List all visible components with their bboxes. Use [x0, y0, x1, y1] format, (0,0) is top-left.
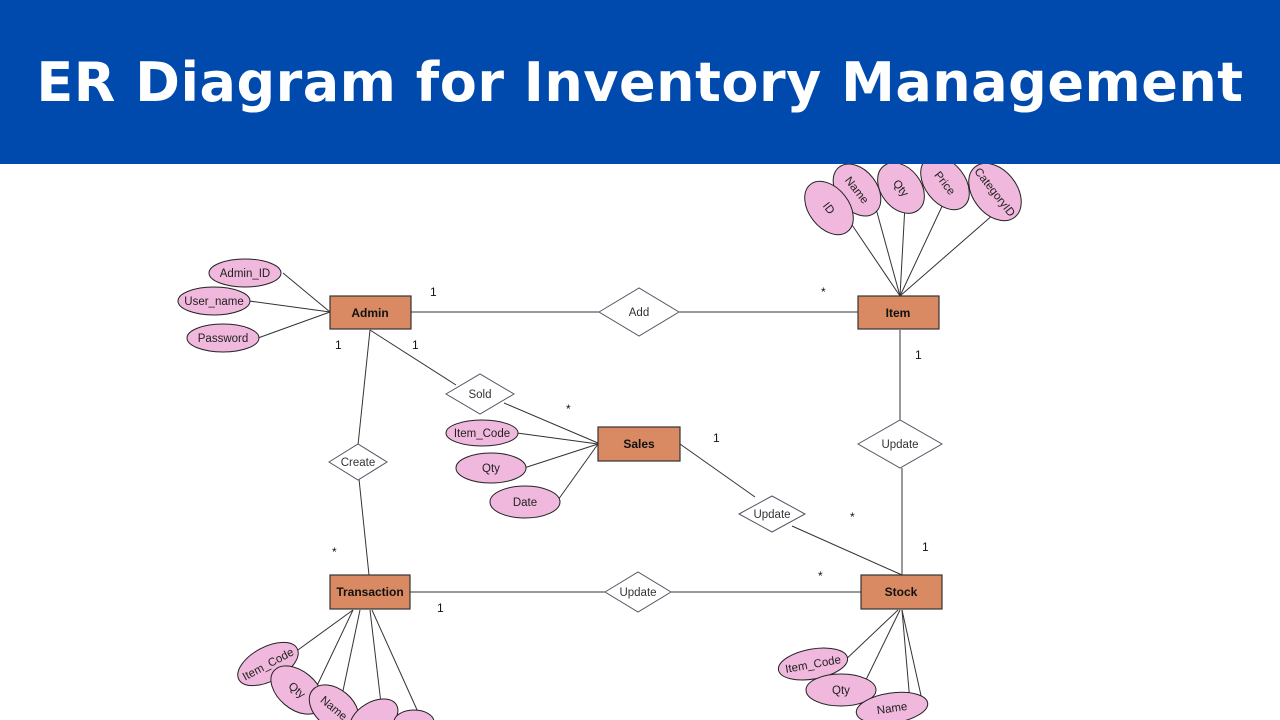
- attribute-stock-qty: [805, 673, 877, 707]
- relationship-update-sales-stock: [737, 495, 807, 533]
- line-update-stock-2: [791, 525, 903, 576]
- line-attr-stock-name: [901, 609, 911, 703]
- relationships: Add Sold Create Update Update Update: [328, 287, 944, 613]
- entity-sales-label: Sales: [623, 437, 655, 451]
- line-attr-admin-id: [282, 272, 331, 313]
- relationship-add-label: Add: [629, 307, 649, 319]
- line-attr-item-name: [874, 204, 901, 297]
- transaction-attributes: Item_Code Qty Name: [237, 641, 435, 720]
- attribute-sales-date-label: Date: [513, 497, 537, 509]
- line-attr-stock-qty: [861, 609, 901, 689]
- attribute-sales-date: [489, 485, 561, 519]
- cardinalities: 1 * 1 1 * 1 1 * 1 * 1 *: [332, 285, 929, 615]
- cardinality-item-add: *: [821, 285, 826, 299]
- relationship-update-sales-stock-label: Update: [753, 509, 790, 521]
- attribute-sales-qty: [455, 452, 527, 484]
- page-title: ER Diagram for Inventory Management: [36, 50, 1244, 114]
- relationship-create-label: Create: [341, 457, 376, 469]
- entity-transaction-label: Transaction: [336, 585, 403, 599]
- line-sales-update: [679, 443, 756, 498]
- cardinality-stock-update-sales: *: [850, 510, 855, 524]
- connectors: [248, 199, 1011, 713]
- attribute-tr-4: [349, 698, 399, 720]
- entity-item-label: Item: [886, 306, 911, 320]
- entities: Admin Item Sales Transaction Stock: [329, 295, 943, 610]
- attribute-admin-id-label: Admin_ID: [220, 268, 271, 280]
- attribute-admin-id: [208, 258, 282, 288]
- attribute-stock-name: [855, 691, 929, 720]
- line-attr-tr-4: [369, 609, 383, 713]
- relationship-update-item-stock: [856, 419, 944, 469]
- entity-stock: [860, 574, 943, 610]
- line-attr-tr-qty: [314, 609, 354, 691]
- line-attr-sales-qty: [523, 443, 599, 469]
- entity-sales: [597, 426, 681, 462]
- line-attr-tr-name: [339, 609, 361, 706]
- attribute-sales-qty-label: Qty: [482, 463, 500, 475]
- item-attributes: CategoryID Price Qty Name ID: [804, 155, 1022, 236]
- cardinality-transaction-create: *: [332, 545, 337, 559]
- cardinality-sales-update: 1: [713, 431, 720, 445]
- sales-attributes: Item_Code Qty Date: [445, 419, 561, 519]
- relationship-sold-label: Sold: [468, 389, 491, 401]
- relationship-add: [598, 287, 680, 337]
- entity-item: [857, 295, 940, 330]
- attribute-item-qty: [877, 162, 925, 214]
- line-attr-sales-date: [557, 443, 599, 501]
- line-attr-item-qty: [899, 204, 906, 297]
- attribute-stock-name-label: Name: [876, 701, 908, 717]
- attribute-sales-item-code-label: Item_Code: [454, 428, 510, 440]
- relationship-sold: [445, 373, 515, 415]
- relationship-create: [328, 443, 388, 481]
- attribute-password-label: Password: [198, 333, 249, 345]
- attribute-user-name-label: User_name: [184, 296, 243, 308]
- cardinality-stock-update-transaction: *: [818, 569, 823, 583]
- line-attr-password: [257, 311, 331, 339]
- cardinality-admin-sold: 1: [412, 338, 419, 352]
- line-attr-stock-extra: [901, 609, 923, 701]
- stock-attributes: Item_Code Qty Name: [777, 647, 929, 720]
- entity-admin: [329, 295, 412, 330]
- line-admin-create: [357, 329, 371, 446]
- line-create-transaction: [358, 478, 370, 576]
- entity-transaction: [329, 574, 411, 610]
- title-banner: ER Diagram for Inventory Management: [0, 0, 1280, 164]
- attribute-user-name: [177, 286, 251, 316]
- line-sold-sales: [503, 402, 599, 444]
- line-attr-stock-code: [839, 609, 899, 666]
- line-attr-tr-5: [371, 609, 419, 713]
- admin-attributes: Admin_ID User_name Password: [177, 258, 282, 353]
- line-attr-user-name: [248, 300, 331, 313]
- cardinality-item-update: 1: [915, 348, 922, 362]
- attribute-sales-item-code: [445, 419, 519, 447]
- line-attr-sales-code: [516, 432, 599, 445]
- cardinality-stock-update-item: 1: [922, 540, 929, 554]
- cardinality-admin-add: 1: [430, 285, 437, 299]
- attribute-password: [186, 323, 260, 353]
- cardinality-sales-sold: *: [566, 402, 571, 416]
- cardinality-transaction-update: 1: [437, 601, 444, 615]
- attribute-stock-qty-label: Qty: [832, 685, 850, 697]
- entity-admin-label: Admin: [351, 306, 388, 320]
- attribute-item-id: [804, 180, 854, 236]
- line-attr-item-price: [899, 199, 946, 297]
- attribute-tr-5: [393, 709, 435, 720]
- line-attr-item-id: [849, 221, 901, 297]
- relationship-update-transaction-stock: [604, 571, 672, 613]
- line-admin-sold: [369, 329, 457, 386]
- relationship-update-transaction-stock-label: Update: [619, 587, 656, 599]
- entity-stock-label: Stock: [885, 585, 918, 599]
- relationship-update-item-stock-label: Update: [881, 439, 918, 451]
- line-attr-tr-code: [290, 609, 354, 656]
- cardinality-admin-create: 1: [335, 338, 342, 352]
- attribute-categoryid: [968, 162, 1022, 222]
